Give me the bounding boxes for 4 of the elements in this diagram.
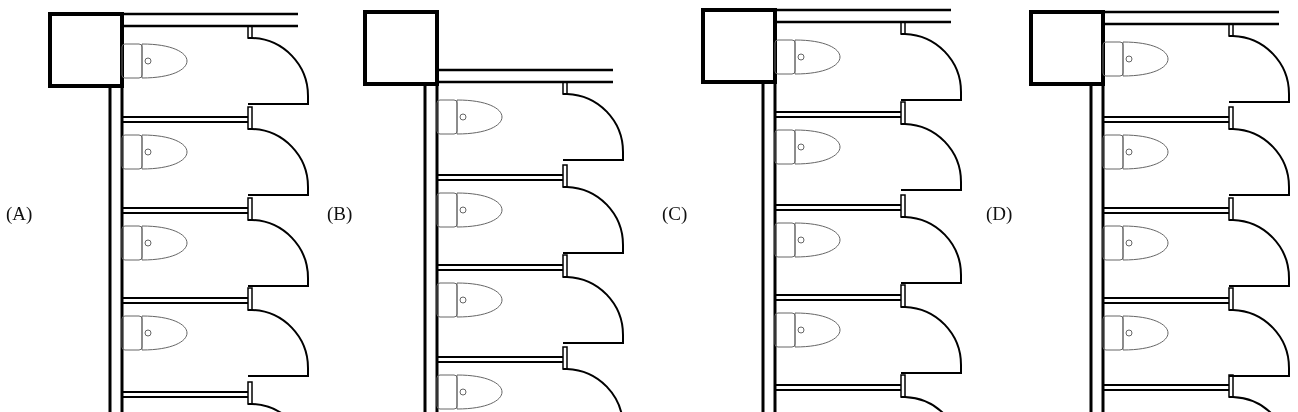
- panel-label: (C): [662, 204, 688, 223]
- panel-label: (D): [986, 204, 1013, 223]
- panel-label: (A): [6, 204, 33, 223]
- panel-label: (B): [327, 204, 353, 223]
